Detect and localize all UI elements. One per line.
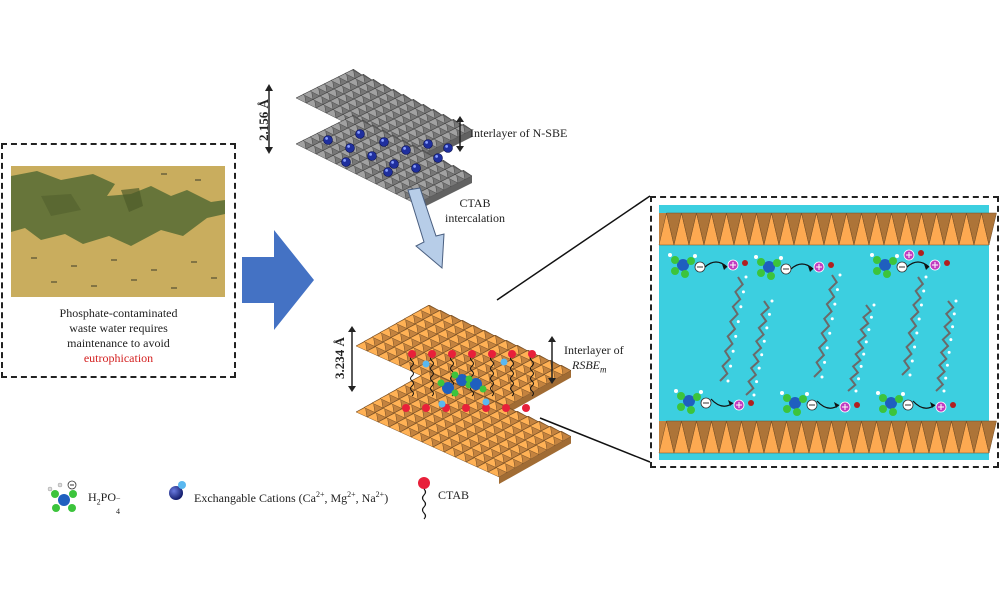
mg-text: , Mg	[324, 491, 348, 505]
rsbe-subscript: m	[600, 364, 607, 375]
n-sbe-interlayer-label: Interlayer of N-SBE	[470, 126, 568, 140]
n-sbe-cations	[323, 129, 453, 177]
rsbe-spacing-bracket	[348, 326, 356, 392]
rsbe-name: RSBE	[572, 358, 600, 372]
rsbe-interlayer-label-1: Interlayer of	[564, 343, 624, 357]
n-sbe-lower-sheet	[295, 114, 473, 211]
phosphate-legend-icon	[47, 480, 77, 512]
rsbe-interlayer-species	[402, 350, 536, 412]
wastewater-caption-3: maintenance to avoid	[67, 336, 170, 350]
ctab-legend-icon	[418, 477, 430, 520]
intercalation-label-1: CTAB	[459, 196, 491, 210]
n-sbe-structure	[295, 68, 473, 211]
cation-legend-label: Exchangable Cations (Ca2+, Mg2+, Na2+)	[194, 488, 388, 505]
zoom-lower-sheet	[658, 420, 997, 454]
mg-charge: 2+	[347, 490, 356, 499]
wastewater-image	[11, 166, 225, 297]
rsbe-interlayer-label-2: RSBEm	[572, 358, 607, 376]
zoom-panel	[650, 196, 999, 468]
phosphate-charge: −	[116, 494, 121, 503]
n-sbe-interlayer-bracket	[456, 116, 464, 152]
phosphate-sub1: 2	[96, 497, 101, 507]
rsbe-structure	[355, 304, 572, 484]
wastewater-panel	[1, 143, 236, 378]
phosphate-legend-label: H2PO − 4	[88, 490, 122, 516]
na-text: , Na	[355, 491, 376, 505]
rsbe-interlayer-bracket	[548, 336, 556, 384]
phosphate-h: H	[88, 490, 97, 504]
n-sbe-spacing-bracket	[265, 84, 273, 154]
zoom-interlayer-view	[658, 205, 997, 460]
phosphate-po: PO	[100, 490, 117, 504]
cation-text: Exchangable Cations (Ca	[194, 491, 316, 505]
zoom-upper-sheet	[658, 212, 997, 246]
na-charge: 2+	[375, 490, 385, 499]
cation-legend-icon	[169, 481, 186, 500]
phosphate-sub2: 4	[116, 507, 121, 516]
wastewater-caption-1: Phosphate-contaminated	[59, 306, 178, 320]
rsbe-lower-sheet	[355, 370, 572, 484]
intercalation-arrow	[407, 187, 445, 270]
wastewater-caption-2: waste water requires	[69, 321, 168, 335]
ctab-legend-label: CTAB	[438, 488, 470, 502]
intercalation-label-2: intercalation	[445, 211, 505, 225]
process-arrow	[242, 230, 314, 330]
zoom-ions	[668, 249, 956, 416]
zoom-ctab-chains	[719, 273, 958, 397]
wastewater-caption-highlight: eutrophication	[83, 351, 154, 365]
cation-close: )	[384, 491, 389, 505]
ca-charge: 2+	[315, 490, 325, 499]
